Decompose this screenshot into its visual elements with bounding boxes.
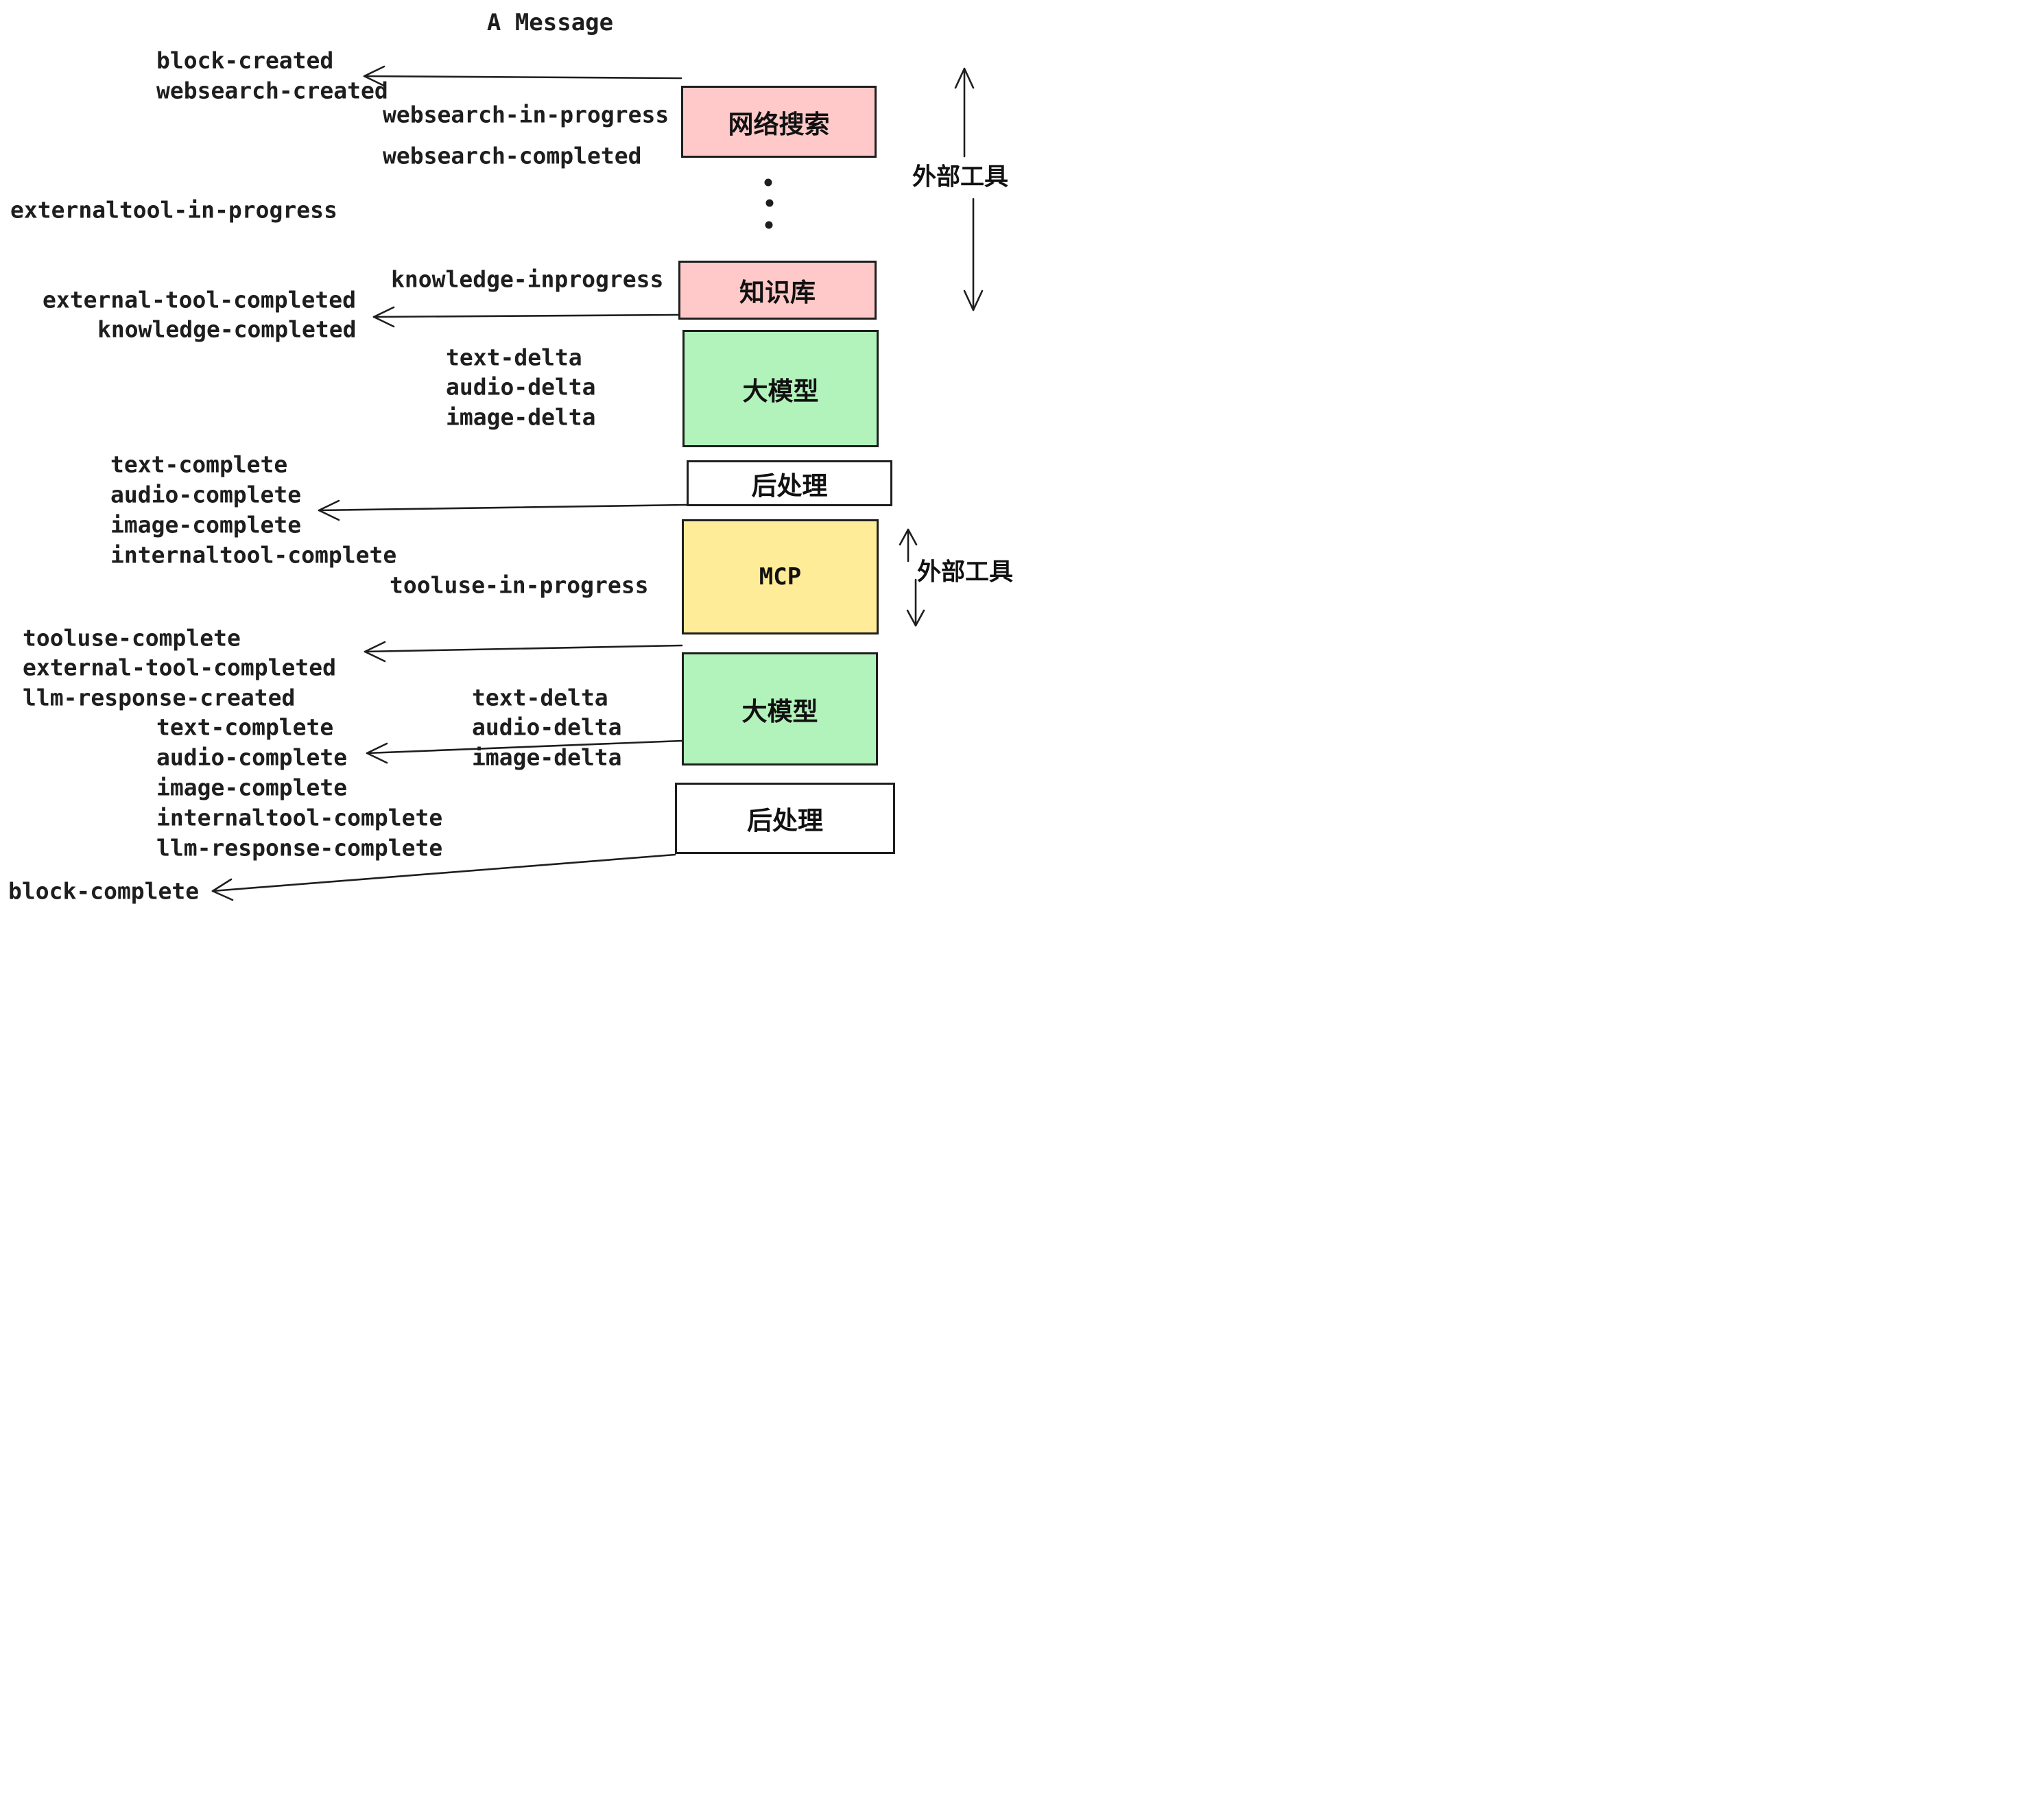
event-label-audio-delta-2: audio-delta bbox=[472, 713, 622, 741]
event-label-external-tool-completed: external-tool-completed bbox=[43, 286, 356, 313]
event-label-text-delta: text-delta bbox=[446, 344, 582, 371]
event-label-text-complete: text-complete bbox=[110, 451, 288, 478]
box-llm-1: 大模型 bbox=[682, 330, 879, 447]
mcp-external-tools-up-arrow bbox=[899, 528, 918, 562]
event-label-block-created: block-created bbox=[156, 47, 334, 74]
arrow-to-websearch-created bbox=[363, 65, 682, 87]
event-label-tooluse-in-progress: tooluse-in-progress bbox=[390, 571, 649, 599]
event-label-audio-delta: audio-delta bbox=[446, 373, 596, 401]
event-label-image-delta: image-delta bbox=[446, 403, 596, 431]
connector-arrows-layer bbox=[211, 65, 984, 901]
page-title: A Message bbox=[486, 9, 614, 36]
event-label-externaltool-in-progress: externaltool-in-progress bbox=[10, 196, 337, 224]
event-label-image-complete: image-complete bbox=[110, 511, 302, 538]
arrow-to-knowledge-completed bbox=[372, 306, 680, 328]
box-websearch: 网络搜索 bbox=[681, 86, 877, 158]
event-label-llm-response-complete: llm-response-complete bbox=[156, 834, 443, 862]
event-label-websearch-in-progress: websearch-in-progress bbox=[383, 101, 669, 128]
box-postprocess-1: 后处理 bbox=[687, 460, 892, 506]
box-llm-2-label: 大模型 bbox=[741, 696, 818, 726]
arrow-to-block-complete bbox=[211, 853, 676, 901]
external-tools-annotation-2: 外部工具 bbox=[916, 558, 1014, 586]
box-mcp: MCP bbox=[682, 519, 879, 634]
event-label-knowledge-completed: knowledge-completed bbox=[97, 316, 357, 343]
event-label-llm-response-created: llm-response-created bbox=[23, 684, 296, 711]
event-label-tooluse-complete: tooluse-complete bbox=[23, 624, 241, 652]
box-postprocess-2: 后处理 bbox=[675, 783, 895, 854]
box-postprocess-2-label: 后处理 bbox=[747, 806, 823, 835]
event-label-websearch-created: websearch-created bbox=[156, 77, 388, 104]
external-tools-down-arrow bbox=[963, 198, 984, 311]
box-postprocess-1-label: 后处理 bbox=[751, 471, 828, 501]
event-label-text-complete-2: text-complete bbox=[156, 713, 334, 741]
event-label-text-delta-2: text-delta bbox=[472, 684, 608, 711]
arrow-to-audio-complete bbox=[366, 739, 683, 764]
box-knowledge-label: 知识库 bbox=[739, 278, 816, 307]
event-label-websearch-completed: websearch-completed bbox=[383, 142, 642, 169]
ellipsis-dots-icon bbox=[764, 178, 774, 229]
event-label-internaltool-complete-2: internaltool-complete bbox=[156, 804, 443, 831]
box-llm-2: 大模型 bbox=[682, 652, 878, 765]
diagram-canvas: { "title": "A Message", "colors": { "pin… bbox=[0, 0, 1022, 905]
external-tools-up-arrow bbox=[954, 67, 975, 158]
event-label-image-complete-2: image-complete bbox=[156, 774, 348, 801]
event-label-audio-complete: audio-complete bbox=[110, 481, 302, 508]
event-label-knowledge-inprogress: knowledge-inprogress bbox=[391, 265, 664, 293]
event-label-image-delta-2: image-delta bbox=[472, 744, 622, 771]
box-websearch-label: 网络搜索 bbox=[728, 109, 830, 139]
arrow-to-external-tool-completed bbox=[364, 641, 683, 663]
external-tools-annotation-1: 外部工具 bbox=[912, 163, 1009, 191]
box-llm-1-label: 大模型 bbox=[742, 376, 819, 406]
mcp-external-tools-down-arrow bbox=[906, 578, 925, 627]
event-label-audio-complete-2: audio-complete bbox=[156, 744, 348, 771]
arrow-to-image-complete bbox=[318, 499, 688, 521]
box-mcp-label: MCP bbox=[759, 563, 802, 591]
event-label-external-tool-completed-2: external-tool-completed bbox=[23, 654, 336, 681]
event-label-internaltool-complete: internaltool-complete bbox=[110, 541, 397, 569]
event-label-block-complete: block-complete bbox=[8, 877, 200, 905]
box-knowledge: 知识库 bbox=[678, 261, 877, 320]
